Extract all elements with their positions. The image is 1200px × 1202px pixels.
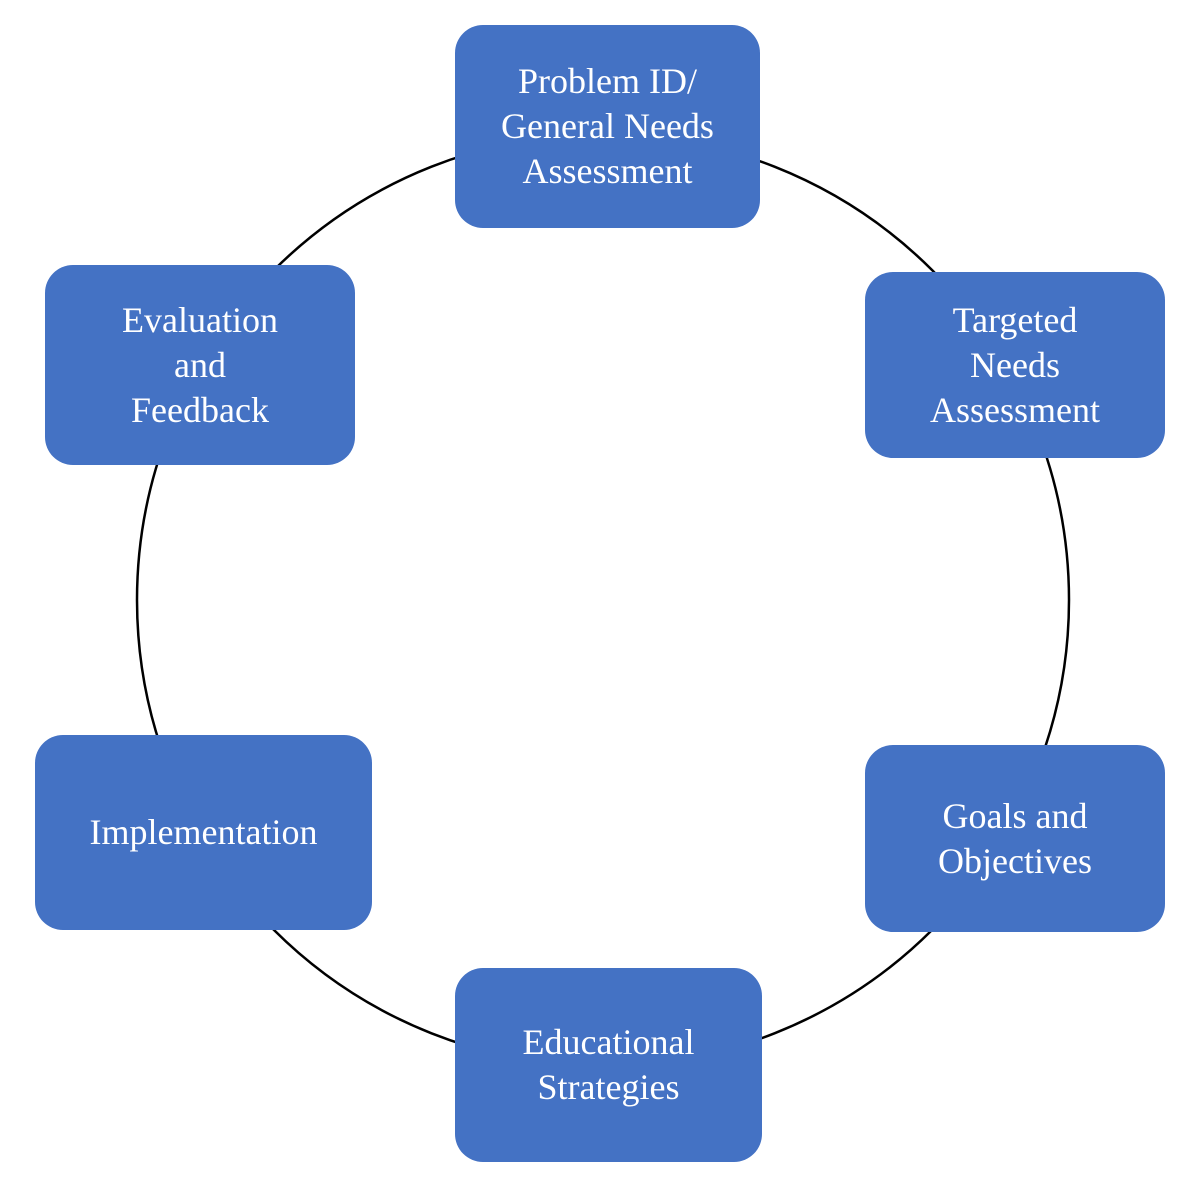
node-label: Goals and Objectives xyxy=(938,795,1092,881)
node-problem-id-general-needs-assessment: Problem ID/ General Needs Assessment xyxy=(455,25,760,228)
node-goals-and-objectives: Goals and Objectives xyxy=(865,745,1165,932)
node-label: Implementation xyxy=(89,812,318,852)
node-evaluation-and-feedback: Evaluation and Feedback xyxy=(45,265,355,465)
node-educational-strategies: Educational Strategies xyxy=(455,968,762,1162)
node-label: Evaluation and Feedback xyxy=(122,299,278,430)
node-label: Problem ID/ General Needs Assessment xyxy=(501,61,714,191)
node-implementation: Implementation xyxy=(35,735,372,930)
node-targeted-needs-assessment: Targeted Needs Assessment xyxy=(865,272,1165,458)
node-label: Educational Strategies xyxy=(522,1022,695,1107)
node-label: Targeted Needs Assessment xyxy=(930,299,1100,430)
